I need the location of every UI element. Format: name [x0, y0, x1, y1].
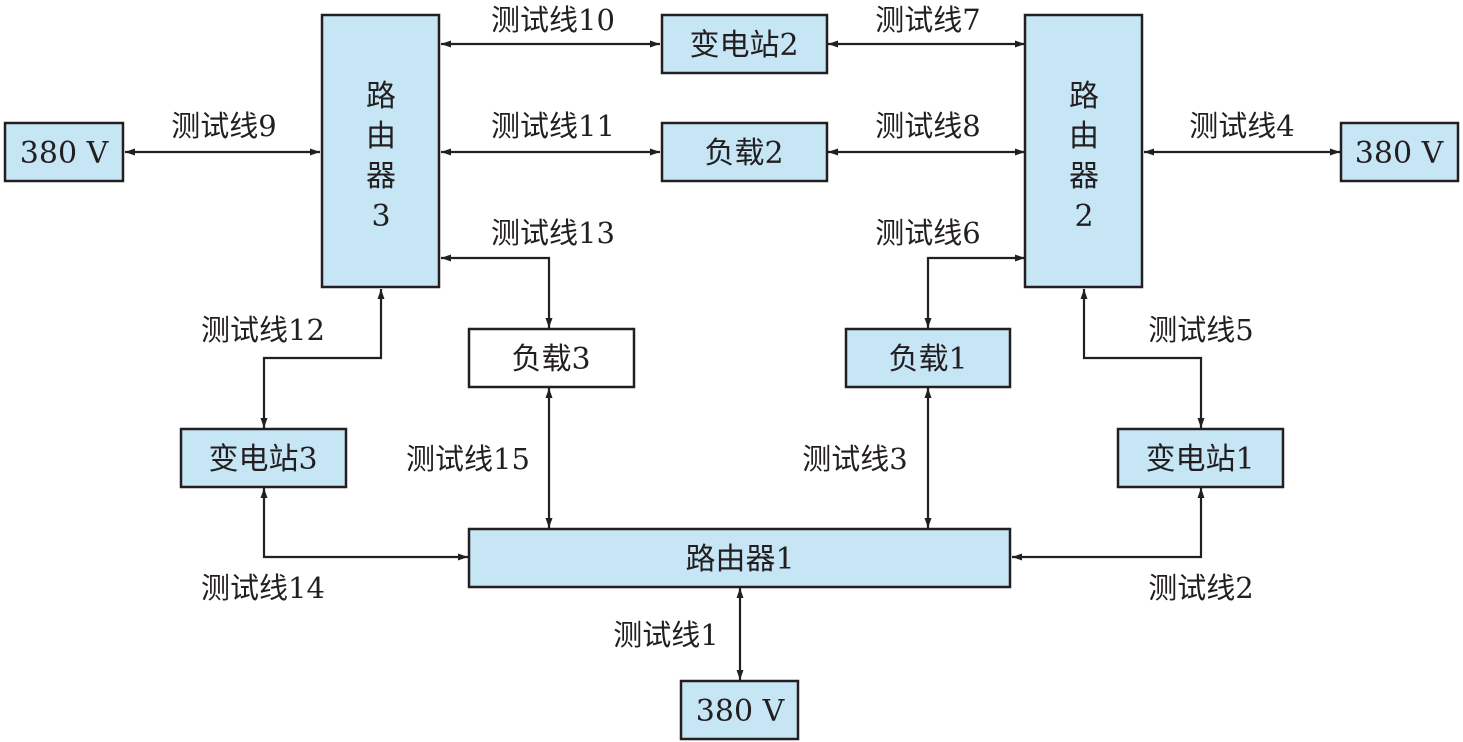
wire-test-line-14	[260, 488, 468, 561]
test-line-5-label: 测试线5	[1148, 313, 1253, 347]
router-2-label-line-4: 2	[1074, 199, 1093, 234]
wire-test-line-2	[1012, 488, 1205, 561]
test-line-13-label: 测试线13	[491, 216, 615, 250]
test-line-15-label: 测试线15	[406, 442, 530, 476]
wire-test-line-5	[1080, 289, 1205, 428]
load-1-label: 负载1	[888, 342, 967, 377]
substation-3: 变电站3	[179, 427, 348, 489]
test-line-7-label: 测试线7	[875, 3, 980, 37]
wire-test-line-12	[260, 289, 385, 428]
router-2-label-line-2: 由	[1069, 119, 1099, 154]
supply-380v-right: 380 V	[1339, 121, 1460, 183]
router-1-label: 路由器1	[685, 542, 794, 577]
wire-test-line-13	[441, 254, 553, 328]
load-2: 负载2	[660, 121, 829, 183]
test-line-9-label: 测试线9	[171, 109, 276, 143]
router-2-label-line-3: 器	[1069, 159, 1099, 194]
router-3: 路 由 器 3	[320, 13, 441, 289]
supply-380v-bottom-label: 380 V	[696, 694, 786, 729]
test-line-11-label: 测试线11	[491, 109, 615, 143]
substation-2: 变电站2	[660, 13, 829, 75]
test-line-1-label: 测试线1	[613, 618, 718, 652]
router-3-label-line-3: 器	[366, 159, 396, 194]
test-line-4-label: 测试线4	[1189, 109, 1294, 143]
router-2-label-line-1: 路	[1069, 79, 1099, 114]
wires	[125, 40, 1340, 680]
router-3-label-line-2: 由	[366, 119, 396, 154]
supply-380v-left-label: 380 V	[20, 136, 110, 171]
test-line-6-label: 测试线6	[875, 216, 980, 250]
router-2: 路 由 器 2	[1023, 13, 1144, 289]
supply-380v-bottom: 380 V	[679, 679, 800, 741]
load-3: 负载3	[467, 327, 636, 389]
test-line-labels: 测试线9 测试线10 测试线11 测试线13 测试线7 测试线8 测试线6 测试…	[171, 3, 1294, 652]
load-3-label: 负载3	[511, 342, 590, 377]
test-line-12-label: 测试线12	[201, 313, 325, 347]
router-3-label-line-1: 路	[366, 79, 396, 114]
supply-380v-left: 380 V	[3, 121, 125, 183]
router-3-label-line-4: 3	[371, 199, 390, 234]
test-line-2-label: 测试线2	[1148, 571, 1253, 605]
supply-380v-right-label: 380 V	[1355, 136, 1445, 171]
load-1: 负载1	[844, 327, 1012, 389]
substation-2-label: 变电站2	[689, 28, 798, 63]
substation-1: 变电站1	[1116, 427, 1285, 489]
wire-test-line-6	[924, 254, 1025, 328]
load-2-label: 负载2	[704, 136, 783, 171]
test-line-10-label: 测试线10	[491, 3, 615, 37]
router-1: 路由器1	[467, 527, 1012, 589]
test-line-3-label: 测试线3	[802, 442, 907, 476]
substation-3-label: 变电站3	[208, 442, 317, 477]
substation-1-label: 变电站1	[1145, 442, 1254, 477]
test-line-14-label: 测试线14	[201, 571, 325, 605]
test-line-8-label: 测试线8	[875, 109, 980, 143]
